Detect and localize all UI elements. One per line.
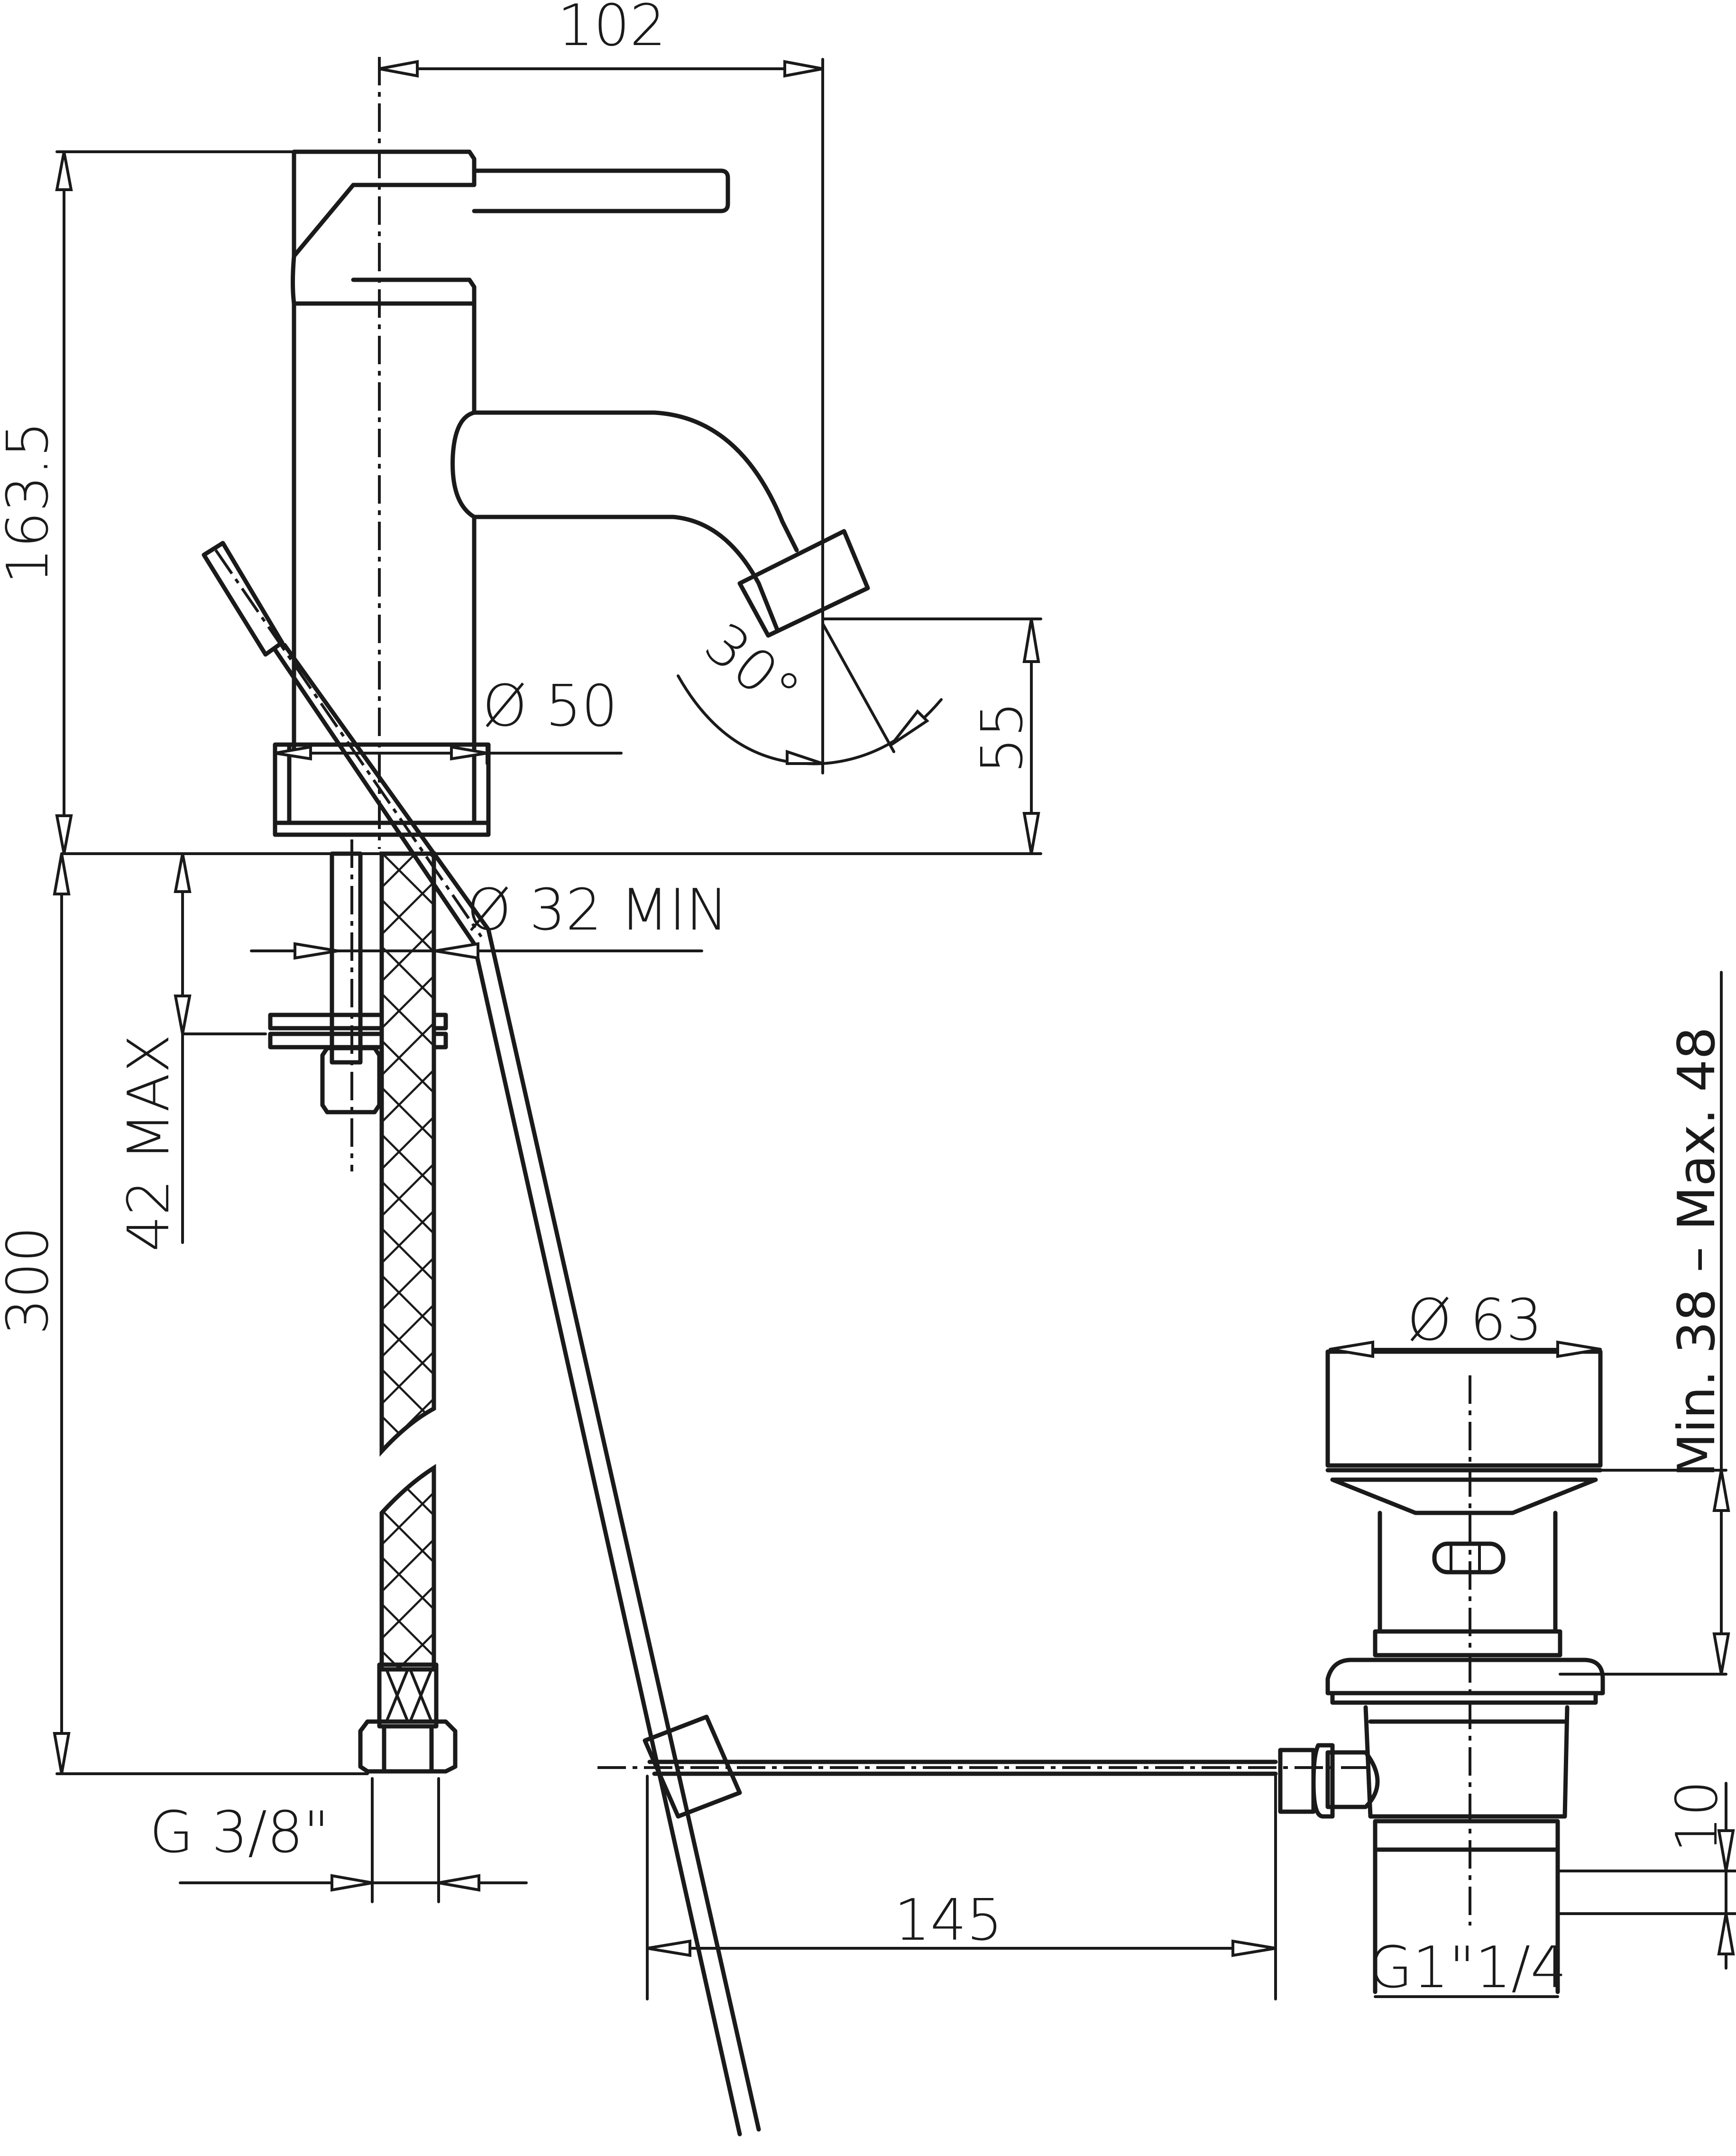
dim-spout-height: 55 [970,701,1036,774]
waste-side-nut [1278,1748,1316,1814]
waste-cone [1325,1468,1603,1515]
dim-spout-angle: 30° [692,610,812,726]
mounting-nut [320,1046,382,1115]
lever-cap [292,149,477,258]
dim-hose-thread: G 3/8" [149,1800,329,1866]
link-rod [647,1760,1278,1776]
waste-stem [1378,1511,1558,1634]
hose-hex-nut [358,1719,458,1774]
spout-lower [450,410,780,633]
dim-body-diameter: Ø 50 [482,673,617,739]
dim-hole-diameter: Ø 32 MIN [467,877,728,943]
dim-waste-thread: G1"1/4 [1369,1935,1567,2001]
dim-rod-length: 145 [894,1888,1002,1953]
base-ring [273,742,491,837]
braided-hose-upper [379,851,436,1457]
dimension-lines [53,58,1736,2000]
dim-waste-flange: Ø 63 [1407,1288,1542,1354]
faucet-body [273,57,870,849]
dim-thread-length: 10 [1664,1780,1730,1853]
shank-and-hose [268,839,458,1774]
waste-body [1363,1705,1570,1819]
waste-side-port [1325,1750,1380,1809]
popup-rod-left [273,647,742,2137]
body-shoulder [351,277,477,415]
lever-handle [472,168,730,213]
dim-max-deck: 42 MAX [116,1034,182,1252]
dim-spout-reach: 102 [557,0,666,59]
dim-waste-range: Min. 38 – Max. 48 [1667,1027,1727,1477]
waste-collar [1373,1629,1562,1658]
waste-thread [1373,1819,1560,1852]
threaded-shank [330,851,363,1065]
waste-flange [1325,1658,1605,1695]
waste-cap-top [1325,1349,1603,1468]
aerator [737,529,870,638]
popup-waste [1278,1349,1605,1994]
braided-hose-lower [379,1464,436,1672]
hose-ferrule [377,1662,439,1729]
popup-knob [202,541,285,657]
rod-clamp [643,1714,742,1819]
dim-hose-length: 300 [0,1226,61,1335]
washer [268,1013,448,1031]
spout-upper [472,410,799,553]
dim-overall-height: 163.5 [0,421,61,584]
